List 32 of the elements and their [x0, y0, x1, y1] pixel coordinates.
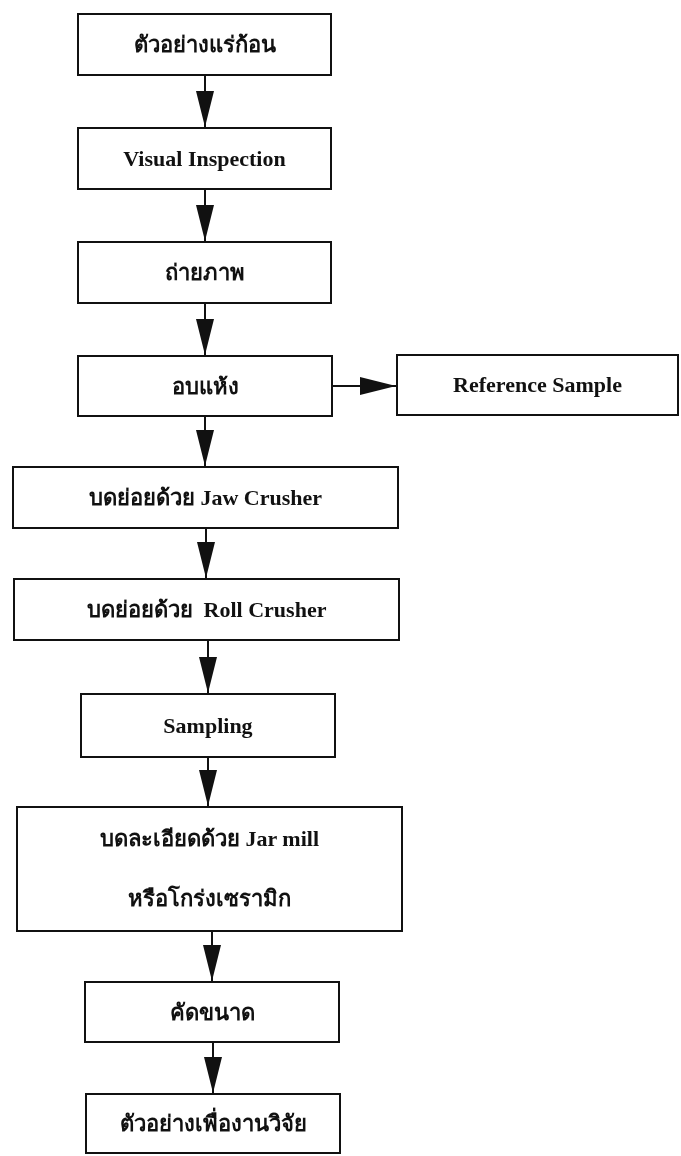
process-box	[16, 806, 403, 932]
arrow	[203, 931, 221, 982]
process-box	[84, 981, 340, 1043]
process-box	[85, 1093, 341, 1154]
arrow	[196, 303, 214, 356]
step-label: คัดขนาด	[169, 998, 255, 1027]
step-label: ตัวอย่างเพื่องานวิจัย	[119, 1106, 307, 1141]
process-box	[77, 13, 332, 76]
process-box	[77, 355, 333, 417]
arrow	[199, 757, 217, 807]
step-label: บดละเอียดด้วย Jar mill หรือโกร่งเซรามิก	[99, 825, 320, 913]
process-box	[12, 466, 399, 529]
arrow	[197, 528, 215, 579]
arrow	[196, 75, 214, 128]
arrow	[332, 377, 397, 395]
arrow	[199, 640, 217, 694]
step-label: Sampling	[163, 712, 253, 739]
process-box	[13, 578, 400, 641]
process-box	[77, 127, 332, 190]
process-box	[396, 354, 679, 416]
step-label: Visual Inspection	[123, 145, 286, 172]
step-label: บดย่อยด้วย Jaw Crusher	[88, 484, 323, 512]
process-box	[80, 693, 336, 758]
step-label: อบแห้ง	[171, 372, 239, 401]
step-label: ตัวอย่างแร่ก้อน	[133, 31, 276, 59]
step-label: บดย่อยด้วย Roll Crusher	[86, 596, 327, 624]
step-label: ถ่ายภาพ	[164, 259, 245, 287]
process-box	[77, 241, 332, 304]
arrow	[196, 189, 214, 242]
step-label: Reference Sample	[453, 372, 622, 398]
arrow	[196, 416, 214, 467]
arrow	[204, 1042, 222, 1094]
